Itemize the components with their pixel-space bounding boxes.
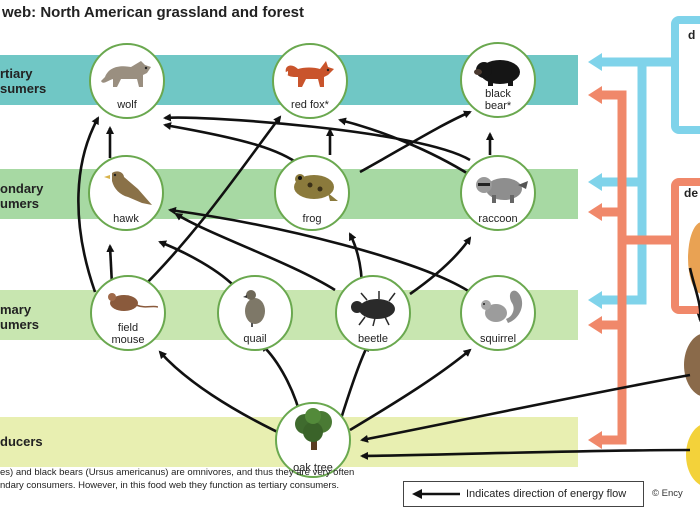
footnote: es) and black bears (Ursus americanus) a… [0,466,354,492]
black-bear-icon [474,60,520,86]
quail-icon [243,290,265,327]
band-label-line: ducers [0,434,43,449]
node-label: black bear* [462,88,534,112]
label-line: squirrel [479,333,517,345]
label-line: bear* [484,100,512,112]
band-label-line: umers [0,196,40,211]
node-oak-tree: oak tree [275,402,351,478]
node-hawk: hawk [88,155,164,231]
frog-icon [294,174,338,201]
node-label: oak tree [277,462,349,474]
node-label: wolf [91,99,163,111]
node-black-bear: black bear* [460,42,536,118]
band-label-secondary: ondary umers [0,181,43,211]
node-field-mouse: field mouse [90,275,166,351]
sun-icon [686,425,700,485]
footnote-line: ndary consumers. However, in this food w… [0,480,339,491]
node-red-fox: red fox* [272,43,348,119]
node-label: raccoon [462,213,534,225]
wolf-icon [101,61,151,87]
energy-arrows [77,110,700,460]
band-label-line: ondary [0,181,44,196]
band-label-primary: mary umers [0,302,39,332]
node-beetle: beetle [335,275,411,351]
footnote-line: es) and black bears (Ursus americanus) a… [0,467,355,478]
decomposers-box [671,16,700,134]
diagram-title: web: North American grassland and forest [2,4,305,21]
band-label-line: sumers [0,81,47,96]
node-label: beetle [337,333,409,345]
raccoon-icon [476,177,528,203]
label-line: wolf [117,99,137,111]
label-line: field [117,322,139,334]
oak-tree-icon [295,408,332,450]
mouse-icon [108,293,158,311]
beetle-icon [351,291,396,327]
band-label-producers: ducers [0,434,43,449]
label-line: mouse [111,334,145,346]
blue-arrowheads [588,53,602,309]
legend-arrow-icon [412,489,460,499]
node-raccoon: raccoon [460,155,536,231]
band-label-tertiary: rtiary sumers [0,66,46,96]
label-line: beetle [358,333,388,345]
decomposers-label: d [688,28,696,42]
label-line: raccoon [478,213,518,225]
node-label: quail [219,333,291,345]
band-label-line: umers [0,317,40,332]
band-label-line: rtiary [0,66,33,81]
node-label: hawk [90,213,162,225]
label-line: black [485,88,511,100]
node-squirrel: squirrel [460,275,536,351]
detritivores-label: de [684,186,699,200]
node-label: frog [276,213,348,225]
node-label: red fox* [274,99,346,111]
decomposer-organism-icon [684,334,700,396]
node-label: squirrel [462,333,534,345]
credit: © Ency [652,488,683,499]
hawk-icon [104,171,152,205]
orange-arrowheads [588,86,602,449]
squirrel-icon [481,290,523,323]
label-line: red fox* [291,99,329,111]
label-line: oak tree [293,462,333,474]
node-frog: frog [274,155,350,231]
node-label: field mouse [92,322,164,346]
band-label-line: mary [0,302,32,317]
detritivore-flow-orange [602,90,675,445]
label-line: hawk [113,213,139,225]
legend: Indicates direction of energy flow [403,481,644,507]
node-wolf: wolf [89,43,165,119]
node-quail: quail [217,275,293,351]
legend-text: Indicates direction of energy flow [466,488,627,500]
label-line: frog [302,213,322,225]
label-line: quail [243,333,267,345]
red-fox-icon [284,61,334,87]
